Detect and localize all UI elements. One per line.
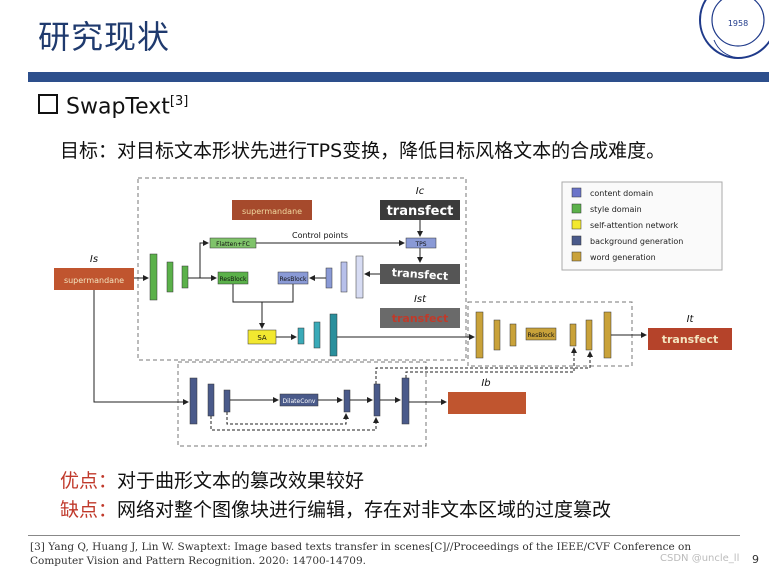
page-number: 9 [752, 553, 759, 566]
label-it: It [687, 314, 695, 325]
content-encoder-layer [340, 261, 348, 293]
background-layer [207, 383, 215, 417]
style-image-is-text: supermandane [64, 276, 124, 285]
attention-decoder-layer [297, 327, 305, 345]
cons-label: 缺点： [60, 499, 118, 521]
section-heading: SwapText[3] [38, 94, 188, 119]
swaptext-architecture-diagram: content domain style domain self-attenti… [54, 177, 732, 447]
background-layer [223, 389, 231, 413]
content-warped-image [380, 264, 460, 284]
legend-item: style domain [571, 203, 642, 214]
legend-swatch-style [571, 203, 582, 214]
control-points-label: Control points [292, 231, 348, 240]
goal-text: 目标：对目标文本形状先进行TPS变换，降低目标风格文本的合成难度。 [60, 140, 666, 162]
content-encoder-layer [325, 267, 333, 289]
word-gen-layer [509, 323, 517, 347]
output-ist-text: transfect [392, 312, 449, 325]
cons-line: 缺点：网络对整个图像块进行编辑，存在对非文本区域的过度篡改 [60, 495, 611, 522]
legend-item: content domain [571, 187, 653, 198]
background-layer [373, 383, 381, 417]
background-layer [401, 377, 410, 425]
module-box-main [137, 177, 467, 361]
content-image-ic [380, 200, 460, 220]
style-encoder-layer [149, 253, 158, 301]
style-image-is [54, 268, 134, 290]
module-box-background [177, 361, 427, 447]
style-word-top-image [232, 200, 312, 220]
resblock-word [525, 327, 557, 341]
university-logo: 1958 [699, 0, 769, 59]
tps-label: TPS [414, 241, 426, 248]
pros-text: 对于曲形文本的篡改效果较好 [117, 470, 365, 492]
title-underline-bar [28, 72, 769, 82]
resblock-style-label: ResBlock [220, 276, 247, 283]
reference-citation: [3] Yang Q, Huang J, Lin W. Swaptext: Im… [30, 541, 692, 567]
output-ist-image [380, 308, 460, 328]
legend-item: word generation [571, 251, 656, 262]
slide-title: 研究现状 [38, 18, 171, 56]
word-gen-layer [585, 319, 593, 351]
legend-item: background generation [571, 235, 683, 246]
attention-decoder-layer [329, 313, 338, 357]
resblock-content-label: ResBlock [280, 276, 307, 283]
pros-line: 优点：对于曲形文本的篡改效果较好 [60, 466, 364, 493]
background-layer [189, 377, 198, 425]
legend-label-word: word generation [590, 253, 656, 262]
legend-swatch-content [571, 187, 582, 198]
legend-label-style: style domain [590, 205, 642, 214]
dilated-conv-label: DilateConv [283, 398, 316, 405]
legend-label-background: background generation [590, 237, 683, 246]
tps-block [405, 237, 437, 249]
logo-year: 1958 [728, 19, 748, 28]
skip-connections [210, 347, 593, 431]
label-ist: Ist [414, 294, 427, 305]
word-gen-layer [569, 323, 577, 347]
legend-swatch-attention [571, 219, 582, 230]
content-encoder-layer [355, 255, 364, 299]
flatten-fc-label: Flatten+FC [216, 241, 250, 248]
style-word-top-text: supermandane [242, 207, 302, 216]
output-it-image [648, 328, 732, 350]
legend-label-attention: self-attention network [590, 221, 678, 230]
pros-label: 优点： [60, 470, 118, 492]
connection-arrows [93, 220, 647, 405]
attention-decoder-layer [313, 321, 321, 349]
word-gen-layer [475, 311, 484, 359]
legend-swatch-background [571, 235, 582, 246]
legend-item: self-attention network [571, 219, 678, 230]
content-image-text: transfect [387, 204, 454, 219]
label-ic: Ic [416, 186, 425, 197]
checkbox-bullet-icon [38, 94, 58, 115]
style-encoder-layer [181, 265, 189, 289]
label-is: Is [90, 254, 98, 265]
background-layer [343, 389, 351, 413]
sa-label: SA [257, 334, 267, 342]
label-ib: Ib [481, 378, 490, 389]
heading-citation: [3] [169, 94, 189, 109]
module-box-word-gen [467, 301, 633, 367]
reference-divider [28, 535, 740, 536]
style-encoder-layer [166, 261, 174, 293]
legend-swatch-word [571, 251, 582, 262]
content-warped-text: transfect [391, 266, 448, 283]
output-ib-image [448, 392, 526, 414]
heading-text: SwapText [66, 94, 170, 120]
watermark: CSDN @uncle_ll [660, 553, 740, 564]
resblock-word-label: ResBlock [528, 332, 555, 339]
cons-text: 网络对整个图像块进行编辑，存在对非文本区域的过度篡改 [117, 499, 612, 521]
output-it-text: transfect [662, 333, 719, 346]
legend-box [561, 181, 723, 271]
word-gen-layer [493, 319, 501, 351]
legend-label-content: content domain [590, 189, 653, 198]
word-gen-layer [603, 311, 612, 359]
